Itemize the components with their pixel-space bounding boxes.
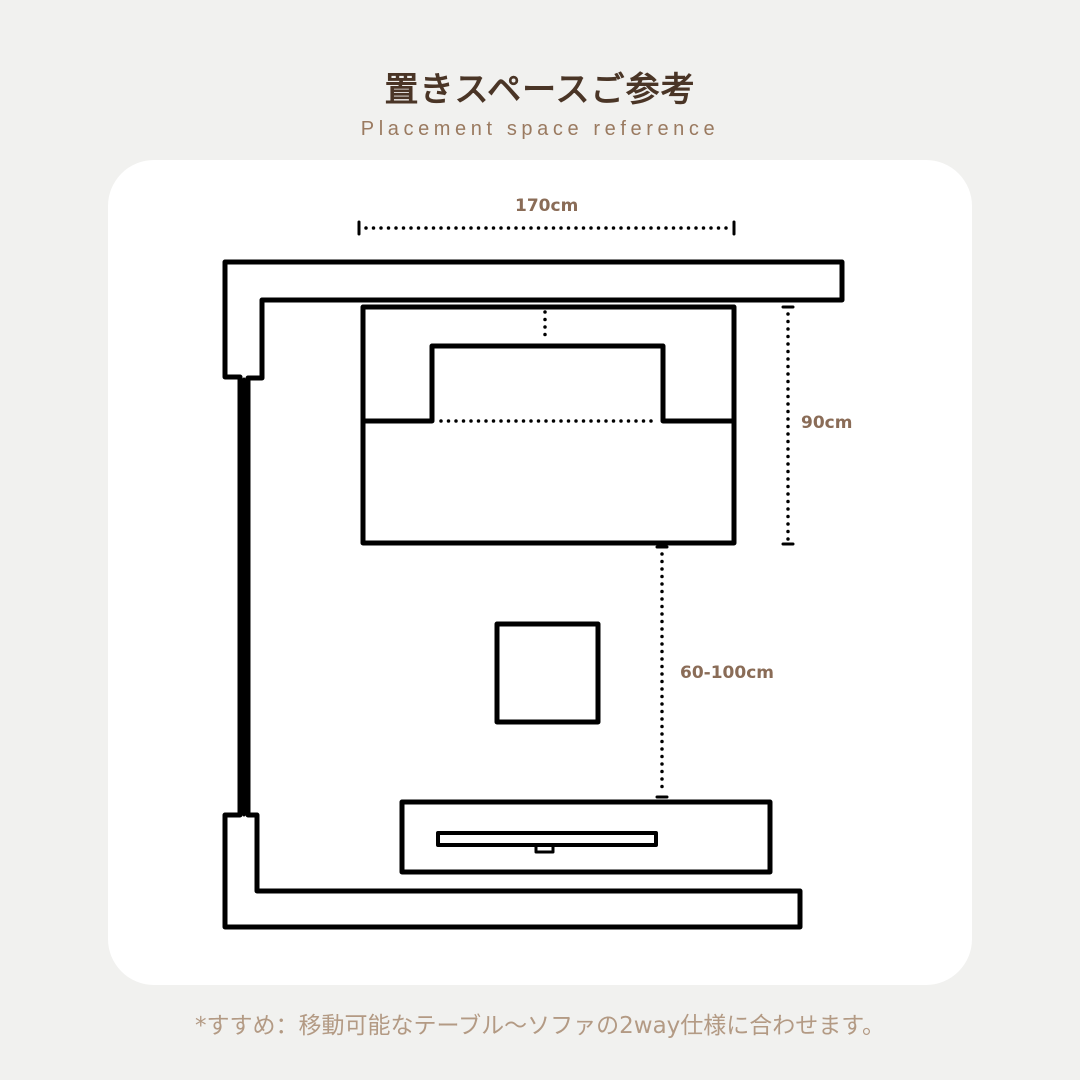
sofa-outline — [360, 304, 737, 546]
wall-outer-top — [222, 259, 845, 930]
sofa-depth-dimension-label: 90cm — [801, 413, 853, 433]
page-subtitle: Placement space reference — [360, 118, 720, 140]
footnote: *すすめ：移動可能なテーブル～ソファの2way仕様に合わせます。 — [195, 1013, 885, 1039]
page-title: 置きスペースご参考 — [384, 70, 696, 110]
tv — [436, 831, 658, 847]
sofa-seat-line — [360, 343, 737, 424]
tv-stand — [534, 843, 555, 854]
coffee-table — [494, 621, 601, 725]
clearance-dimension-label: 60-100cm — [680, 663, 774, 683]
tv-board — [399, 799, 773, 875]
width-dimension-label: 170cm — [515, 196, 579, 216]
